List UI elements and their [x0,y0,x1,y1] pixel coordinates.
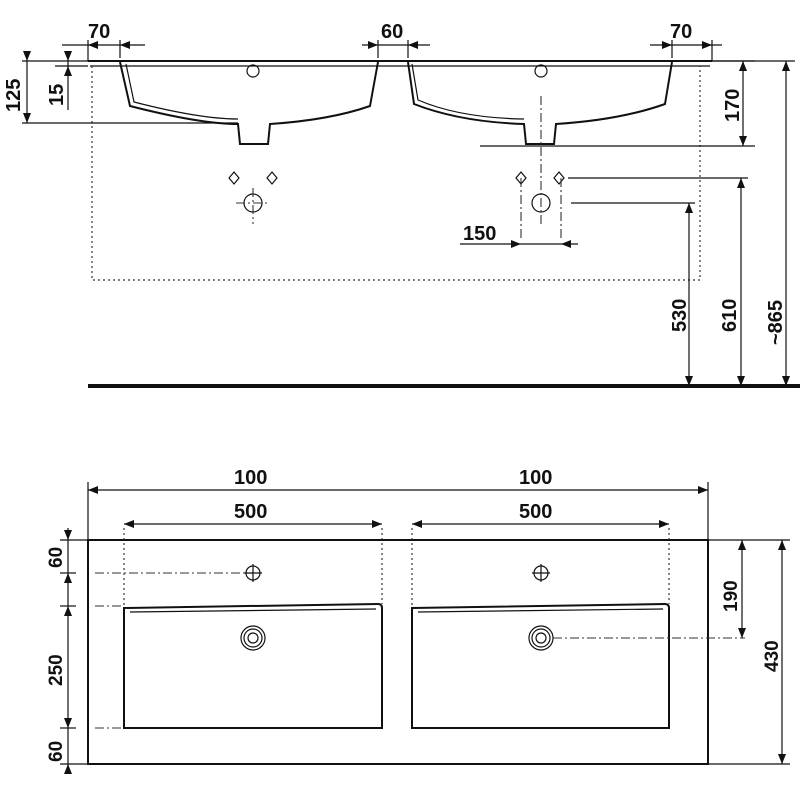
dim-waste-height: 530 [669,299,691,332]
dim-total-depth: 125 [3,79,25,112]
countertop-outline [87,539,709,765]
left-tap-hole [246,64,260,78]
right-basin-profile [407,61,673,145]
dim-supply-height: 610 [719,299,741,332]
side-view: 70 60 70 125 15 170 [3,21,800,388]
dim-back-margin: 60 [46,741,67,762]
left-drain [240,625,266,651]
dim-left-overhang: 70 [88,21,110,43]
dim-width-left: 500 [234,501,267,523]
dim-right-overhang: 70 [670,21,692,43]
dim-front-margin: 60 [46,547,67,568]
right-basin-inner [411,63,525,120]
right-drain [528,625,554,651]
left-bowl-outline [123,602,383,729]
dim-tap-to-waste: 190 [721,580,742,612]
right-tap-hole [534,64,548,78]
dim-bowl-left: 100 [234,467,267,489]
dim-tap-spacing: 150 [463,223,496,245]
dim-rim: 15 [46,84,68,106]
left-basin-profile [119,61,379,145]
left-basin-inner [125,63,239,120]
dim-bowl-depth: 170 [722,89,744,122]
left-supply-valves [228,171,278,185]
cabinet-outline [91,66,701,281]
dim-total-depth-plan: 430 [762,640,783,672]
dim-bowl-right: 100 [519,467,552,489]
dim-width-right: 500 [519,501,552,523]
right-supply-valves [515,171,565,185]
right-bowl-outline [411,602,670,729]
dim-rim-height: ~865 [765,300,787,345]
dim-bowl-length: 250 [46,654,67,686]
plan-view: 100 100 500 500 60 250 60 190 [46,467,790,774]
dim-center-gap: 60 [381,21,403,43]
